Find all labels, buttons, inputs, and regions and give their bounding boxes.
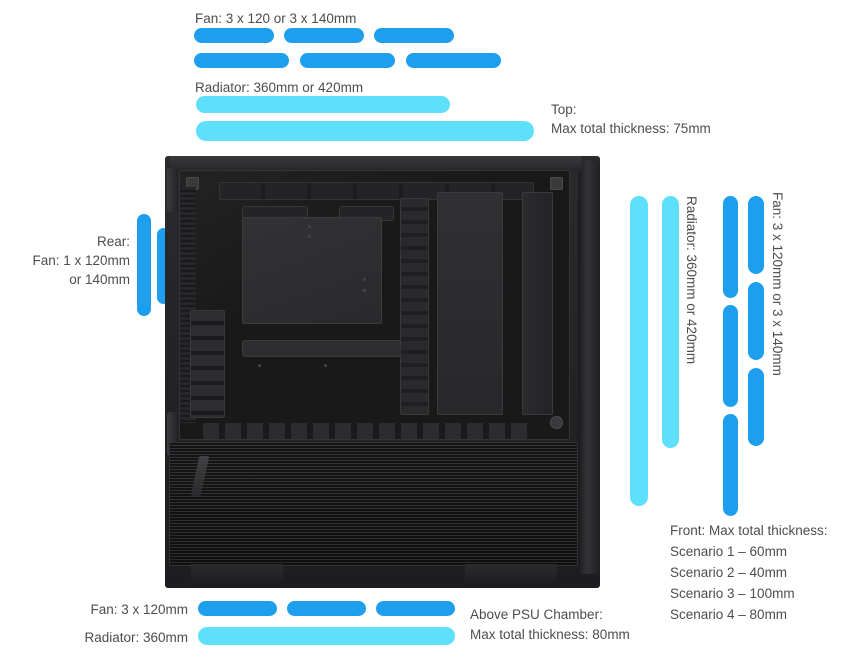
bottom-fan-120-bar-1 <box>198 601 277 616</box>
case-front-mesh-panel <box>169 442 578 566</box>
pc-case-illustration <box>165 156 600 588</box>
case-foot-right <box>465 564 557 588</box>
top-fan-120-bar-3 <box>374 28 454 43</box>
top-fan-120-bar-2 <box>284 28 364 43</box>
case-side-panel-edge <box>578 160 600 574</box>
bottom-fan-120-bar-3 <box>376 601 455 616</box>
front-fan-140-bar-3 <box>748 368 764 446</box>
front-note-line1: Front: Max total thickness: <box>670 523 828 538</box>
front-fan-140-bar-1 <box>748 196 764 274</box>
bottom-note-line1: Above PSU Chamber: <box>470 607 603 622</box>
case-drive-cage <box>522 192 554 415</box>
case-screw-bottom-right <box>550 416 563 429</box>
case-standoff-dot <box>362 288 366 292</box>
case-pci-expansion-slots <box>189 310 225 418</box>
front-fan-label: Fan: 3 x 120mm or 3 x 140mm <box>770 192 785 376</box>
top-fan-140-bar-1 <box>194 53 289 68</box>
front-scenario-2: Scenario 2 – 40mm <box>670 565 788 580</box>
case-standoff-dot <box>257 363 261 367</box>
top-radiator-label: Radiator: 360mm or 420mm <box>195 80 364 95</box>
front-fan-120-bar-3 <box>723 414 738 516</box>
case-standoff-dot <box>308 235 312 239</box>
bottom-radiator-label: Radiator: 360mm <box>84 630 188 645</box>
rear-fan-140-bar <box>137 214 151 316</box>
case-foot-left <box>191 564 283 588</box>
front-fan-120-bar-1 <box>723 196 738 298</box>
case-psu-shroud-wall <box>436 192 503 415</box>
case-standoff-dot <box>308 224 312 228</box>
bottom-fan-label: Fan: 3 x 120mm <box>90 602 188 617</box>
bottom-radiator-360-bar <box>198 627 455 645</box>
rear-label-line2: Fan: 1 x 120mm <box>32 253 130 268</box>
case-cable-management-channel <box>399 197 429 415</box>
front-fan-140-bar-2 <box>748 282 764 360</box>
case-screw-top-left <box>186 177 199 190</box>
case-front-rail-bottom <box>167 412 178 456</box>
bottom-note-line2: Max total thickness: 80mm <box>470 627 630 642</box>
bottom-fan-120-bar-2 <box>287 601 366 616</box>
front-scenario-1: Scenario 1 – 60mm <box>670 544 788 559</box>
front-radiator-360-bar <box>662 196 679 448</box>
case-standoff-dot <box>323 363 327 367</box>
front-fan-120-bar-2 <box>723 305 738 407</box>
case-standoff-dot <box>362 278 366 282</box>
top-note-line1: Top: <box>551 102 577 117</box>
top-fan-140-bar-2 <box>300 53 395 68</box>
case-cable-cutout-strip <box>242 339 429 358</box>
rear-label-line1: Rear: <box>96 234 130 249</box>
top-fan-120-bar-1 <box>194 28 274 43</box>
case-bottom-vent-grille <box>203 422 531 439</box>
case-front-rail-top <box>167 168 178 212</box>
case-motherboard-tray <box>242 216 383 324</box>
rear-label-line3: or 140mm <box>69 272 130 287</box>
front-radiator-420-bar <box>630 196 648 506</box>
case-interior <box>179 170 570 440</box>
front-scenario-3: Scenario 3 – 100mm <box>670 586 795 601</box>
top-fan-140-bar-3 <box>406 53 501 68</box>
front-radiator-label: Radiator: 360mm or 420mm <box>684 196 699 365</box>
top-radiator-360-bar <box>196 96 450 113</box>
top-fan-label: Fan: 3 x 120 or 3 x 140mm <box>195 11 357 26</box>
top-radiator-420-bar <box>196 121 534 141</box>
top-note-line2: Max total thickness: 75mm <box>551 121 711 136</box>
case-top-panel <box>169 156 582 172</box>
case-brand-logo <box>190 456 210 496</box>
case-screw-top-right <box>550 177 563 190</box>
front-scenario-4: Scenario 4 – 80mm <box>670 607 788 622</box>
